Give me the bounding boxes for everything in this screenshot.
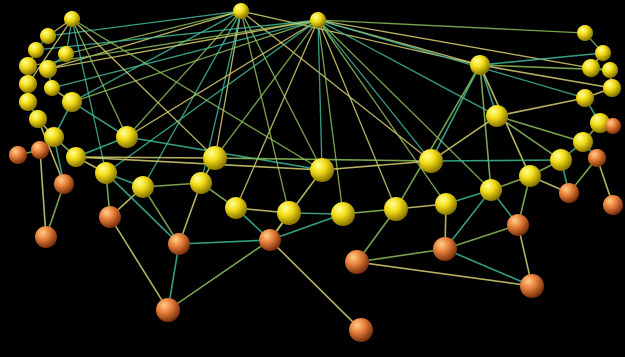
graph-node-yellow — [419, 149, 443, 173]
graph-node-orange — [35, 226, 57, 248]
graph-node-yellow — [582, 59, 600, 77]
graph-node-orange — [507, 214, 529, 236]
graph-node-orange — [605, 118, 621, 134]
graph-node-yellow — [310, 158, 334, 182]
graph-node-yellow — [19, 75, 37, 93]
graph-node-yellow — [486, 105, 508, 127]
graph-node-yellow — [310, 12, 326, 28]
graph-node-yellow — [40, 28, 56, 44]
graph-node-yellow — [44, 80, 60, 96]
graph-node-orange — [259, 229, 281, 251]
graph-node-yellow — [595, 45, 611, 61]
graph-node-orange — [31, 141, 49, 159]
graph-edge — [431, 160, 561, 161]
graph-node-yellow — [19, 57, 37, 75]
graph-node-yellow — [573, 132, 593, 152]
graph-node-yellow — [603, 79, 621, 97]
graph-node-yellow — [44, 127, 64, 147]
graph-node-yellow — [116, 126, 138, 148]
graph-node-yellow — [58, 46, 74, 62]
graph-node-yellow — [132, 176, 154, 198]
graph-node-yellow — [277, 201, 301, 225]
graph-node-yellow — [95, 162, 117, 184]
graph-node-orange — [588, 149, 606, 167]
graph-node-yellow — [550, 149, 572, 171]
graph-node-yellow — [19, 93, 37, 111]
graph-node-orange — [559, 183, 579, 203]
graph-node-yellow — [62, 92, 82, 112]
graph-node-yellow — [331, 202, 355, 226]
graph-node-yellow — [66, 147, 86, 167]
graph-node-orange — [345, 250, 369, 274]
graph-node-yellow — [435, 193, 457, 215]
graph-node-yellow — [519, 165, 541, 187]
graph-node-yellow — [28, 42, 44, 58]
graph-node-yellow — [190, 172, 212, 194]
graph-node-yellow — [576, 89, 594, 107]
graph-node-orange — [168, 233, 190, 255]
graph-node-yellow — [225, 197, 247, 219]
graph-node-yellow — [480, 179, 502, 201]
graph-node-orange — [156, 298, 180, 322]
graph-node-yellow — [39, 60, 57, 78]
graph-node-yellow — [29, 110, 47, 128]
graph-node-yellow — [577, 25, 593, 41]
graph-node-orange — [9, 146, 27, 164]
graph-node-orange — [54, 174, 74, 194]
graph-node-orange — [99, 206, 121, 228]
graph-node-orange — [433, 237, 457, 261]
graph-node-orange — [520, 274, 544, 298]
graph-node-yellow — [203, 146, 227, 170]
graph-node-yellow — [602, 62, 618, 78]
graph-node-orange — [603, 195, 623, 215]
graph-node-yellow — [233, 3, 249, 19]
graph-node-yellow — [470, 55, 490, 75]
graph-node-yellow — [64, 11, 80, 27]
graph-node-orange — [349, 318, 373, 342]
graph-node-yellow — [384, 197, 408, 221]
